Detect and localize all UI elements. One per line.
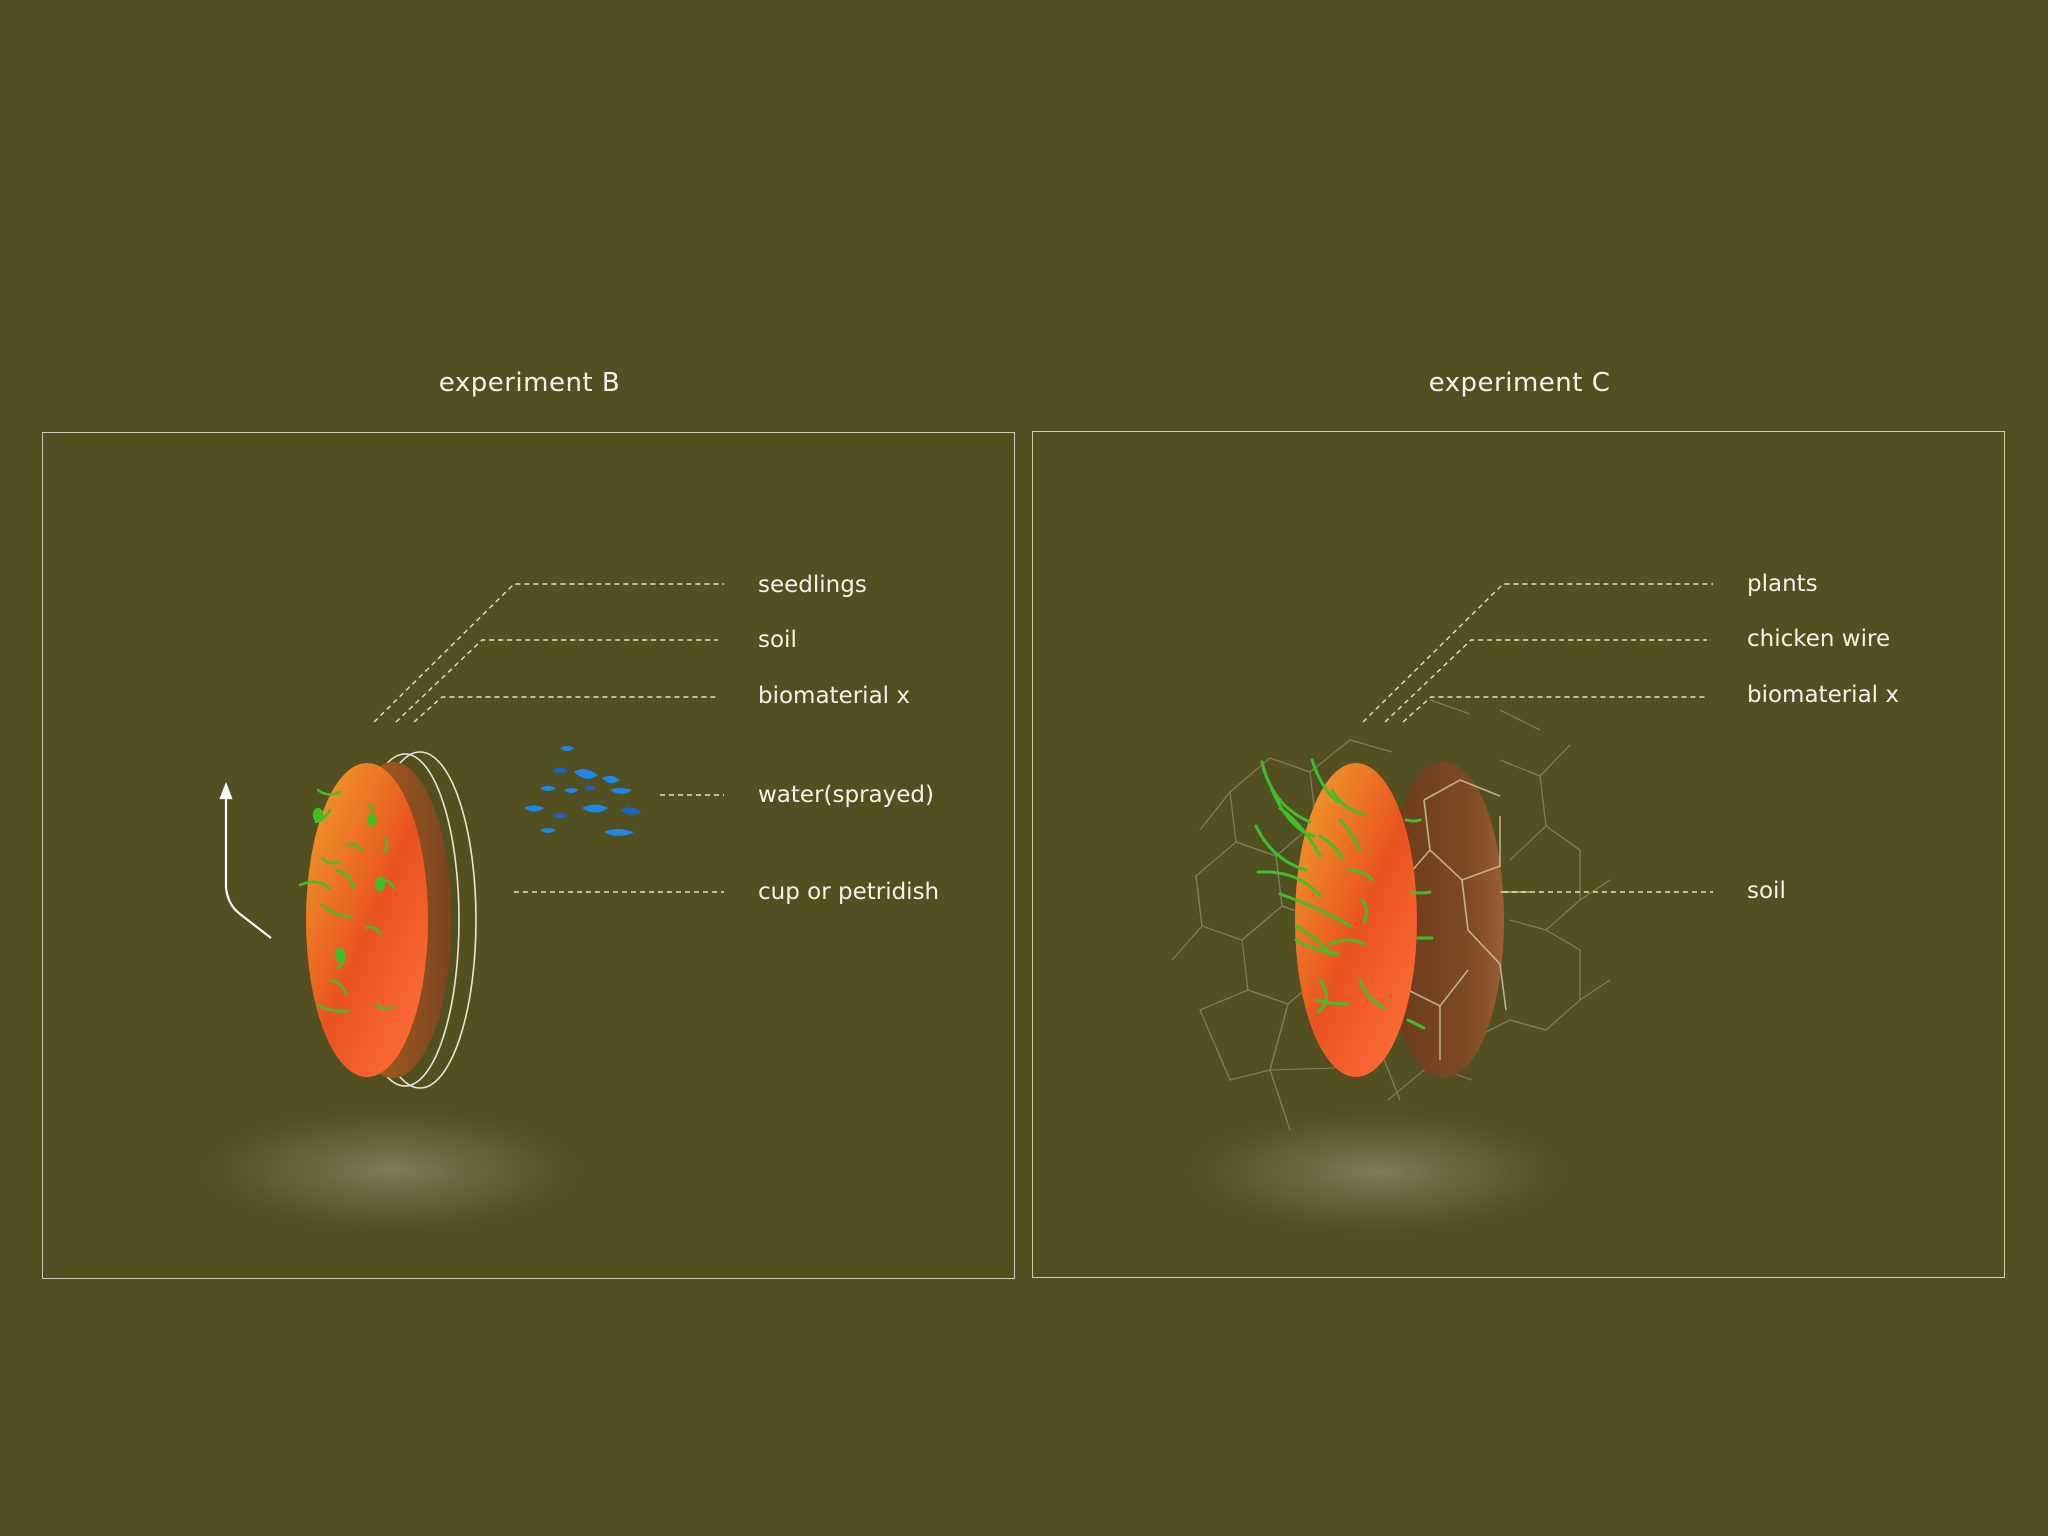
water-droplets — [524, 746, 642, 836]
experiment-b-drawing — [187, 583, 724, 1238]
label-plants: plants — [1747, 571, 1818, 597]
label-biomaterial-x: biomaterial x — [1747, 682, 1899, 708]
leader-biomaterial — [413, 696, 718, 723]
leader-plants — [1362, 583, 1713, 723]
experiment-b-panel — [42, 432, 1015, 1279]
plants — [1254, 758, 1434, 1030]
label-biomaterial-x: biomaterial x — [758, 683, 910, 709]
experiment-c-drawing — [1171, 583, 1713, 1240]
soil-disk — [306, 763, 428, 1077]
leader-seedlings — [373, 583, 724, 723]
label-soil: soil — [1747, 878, 1786, 904]
label-cup-or-petridish: cup or petridish — [758, 879, 940, 905]
floor-shadow — [187, 1102, 597, 1238]
experiment-c-title: experiment C — [1428, 368, 1611, 398]
experiment-b-title: experiment B — [438, 368, 621, 398]
label-water-sprayed: water(sprayed) — [758, 782, 934, 808]
leader-biomaterial — [1402, 696, 1707, 723]
leader-chicken-wire — [1384, 639, 1707, 723]
floor-shadow — [1173, 1104, 1583, 1240]
leader-lines-b — [373, 583, 724, 893]
seedlings — [298, 788, 396, 1013]
label-seedlings: seedlings — [758, 572, 867, 598]
rotation-arrow — [219, 781, 272, 939]
leader-lines-c — [1362, 583, 1713, 893]
experiment-c-panel — [1032, 431, 2005, 1278]
label-chicken-wire: chicken wire — [1747, 626, 1891, 652]
leader-soil — [395, 639, 718, 723]
chicken-wire-front — [1403, 779, 1530, 1060]
biomaterial-disk — [1384, 762, 1504, 1078]
label-soil: soil — [758, 627, 797, 653]
